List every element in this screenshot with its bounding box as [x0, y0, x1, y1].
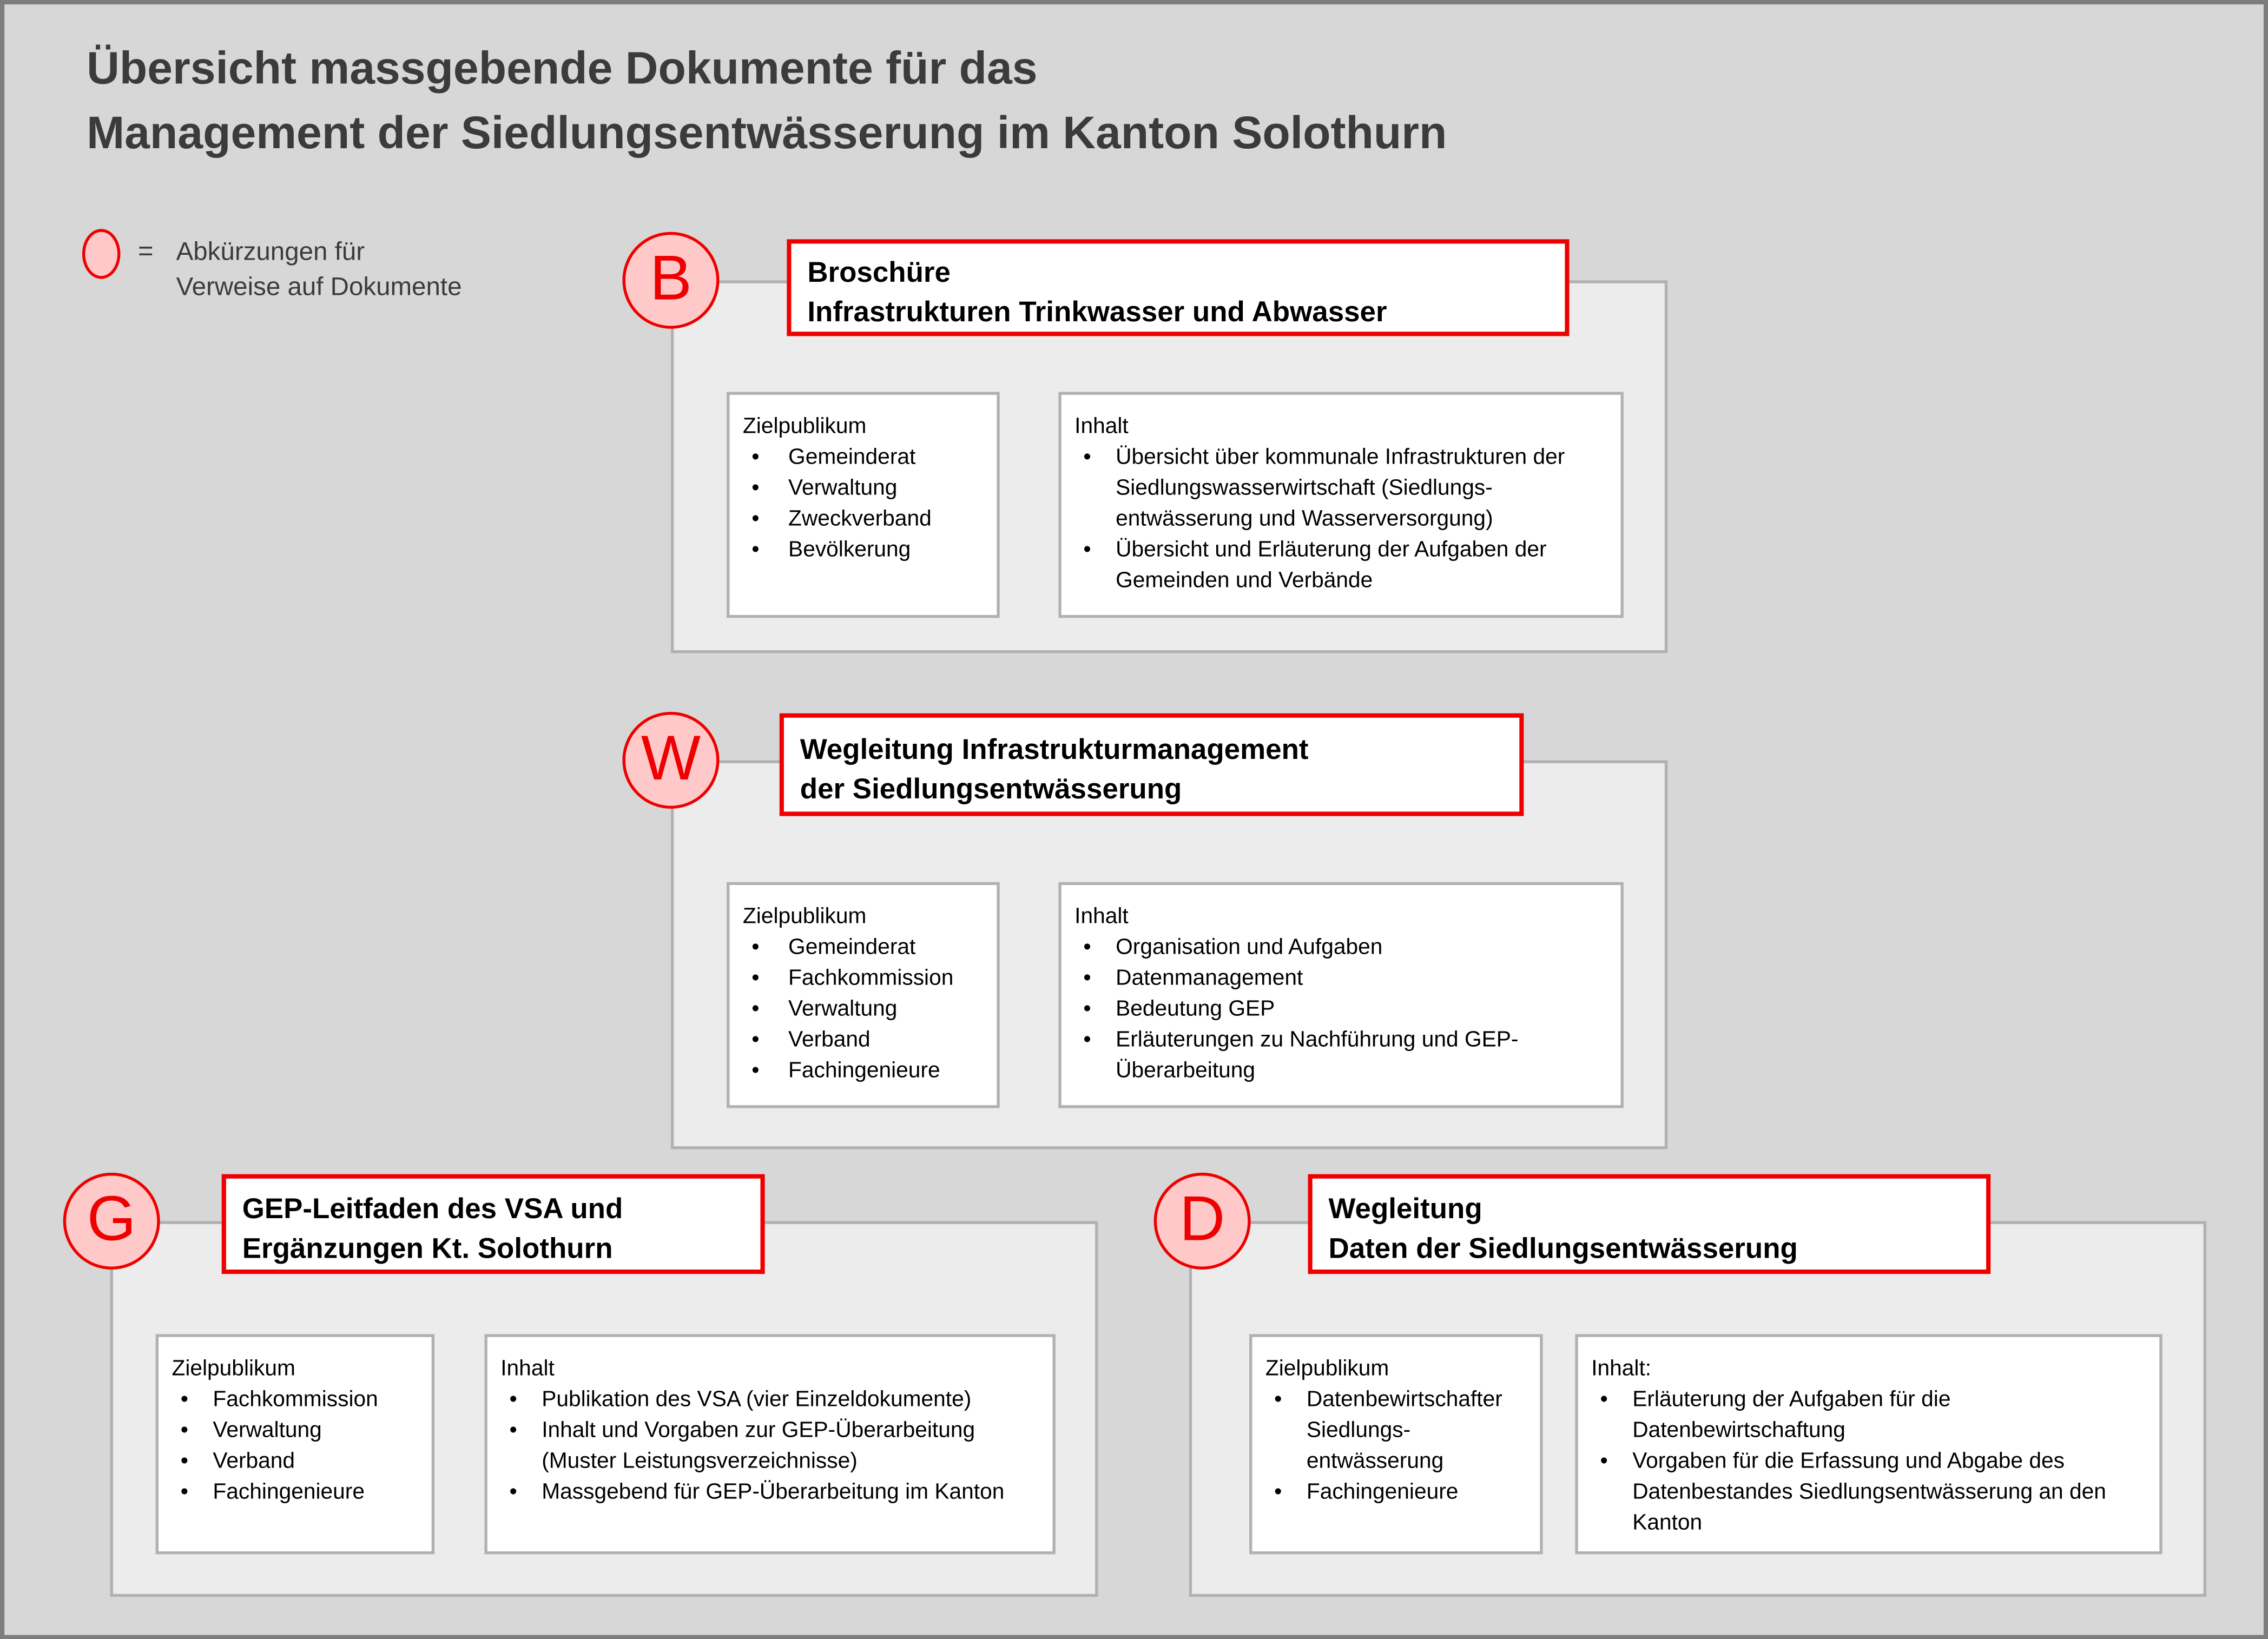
title-line: Wegleitung Infrastrukturmanagement — [800, 733, 1309, 766]
title-box-broschuere: Broschüre Infrastrukturen Trinkwasser un… — [787, 239, 1570, 336]
audience-list: Datenbewirtschafter Siedlungs-entwässeru… — [1265, 1384, 1531, 1508]
legend-circle-icon — [82, 229, 121, 279]
list-item: Massgebend für GEP-Überarbeitung im Kant… — [500, 1477, 1044, 1508]
audience-list: Gemeinderat Verwaltung Zweckverband Bevö… — [743, 442, 988, 565]
title-box-gep-leitfaden: GEP-Leitfaden des VSA und Ergänzungen Kt… — [221, 1174, 765, 1274]
content-list: Erläuterung der Aufgaben für die Datenbe… — [1591, 1384, 2151, 1538]
title-line: Broschüre — [807, 256, 951, 289]
list-item: Zweckverband — [743, 504, 988, 534]
badge-b-letter: B — [650, 243, 692, 314]
content-box-gep-leitfaden: Inhalt Publikation des VSA (vier Einzeld… — [484, 1334, 1056, 1555]
list-item: Fachingenieure — [743, 1055, 988, 1086]
audience-header: Zielpublikum — [742, 904, 867, 929]
list-item: Verband — [743, 1025, 988, 1055]
list-item: Bevölkerung — [743, 534, 988, 565]
page-title-line2: Management der Siedlungsentwässerung im … — [87, 107, 1447, 159]
list-item: Inhalt und Vorgaben zur GEP-Überarbeitun… — [500, 1415, 1044, 1477]
content-list: Publikation des VSA (vier Einzeldokument… — [500, 1384, 1044, 1508]
audience-box-broschuere: Zielpublikum Gemeinderat Verwaltung Zwec… — [727, 392, 1000, 618]
content-box-wegleitung-infrastruktur: Inhalt Organisation und Aufgaben Datenma… — [1058, 882, 1624, 1108]
badge-g-letter: G — [87, 1184, 136, 1254]
content-header: Inhalt — [1074, 414, 1129, 439]
content-box-wegleitung-daten: Inhalt: Erläuterung der Aufgaben für die… — [1575, 1334, 2162, 1555]
audience-header: Zielpublikum — [172, 1356, 295, 1382]
badge-b-icon: B — [622, 232, 720, 329]
list-item: Gemeinderat — [743, 442, 988, 473]
title-line: der Siedlungsentwässerung — [800, 772, 1182, 805]
title-line: Infrastrukturen Trinkwasser und Abwasser — [807, 295, 1387, 328]
title-line: Wegleitung — [1328, 1193, 1482, 1226]
list-item: Verband — [172, 1446, 423, 1477]
badge-w-letter: W — [641, 723, 701, 794]
list-item: Erläuterungen zu Nachführung und GEP-Übe… — [1074, 1025, 1612, 1086]
audience-box-wegleitung-daten: Zielpublikum Datenbewirtschafter Siedlun… — [1249, 1334, 1543, 1555]
title-line: Ergänzungen Kt. Solothurn — [242, 1232, 613, 1265]
content-box-broschuere: Inhalt Übersicht über kommunale Infrastr… — [1058, 392, 1624, 618]
audience-box-gep-leitfaden: Zielpublikum Fachkommission Verwaltung V… — [155, 1334, 435, 1555]
content-header: Inhalt — [500, 1356, 555, 1382]
list-item: Fachingenieure — [172, 1477, 423, 1508]
title-box-wegleitung-infrastruktur: Wegleitung Infrastrukturmanagement der S… — [779, 713, 1524, 816]
content-header: Inhalt — [1074, 904, 1129, 929]
legend-caption-line2: Verweise auf Dokumente — [176, 271, 462, 301]
content-list: Organisation und Aufgaben Datenmanagemen… — [1074, 932, 1612, 1086]
list-item: Bedeutung GEP — [1074, 994, 1612, 1025]
title-line: GEP-Leitfaden des VSA und — [242, 1193, 623, 1226]
list-item: Datenbewirtschafter Siedlungs-entwässeru… — [1265, 1384, 1531, 1477]
content-list: Übersicht über kommunale Infrastrukturen… — [1074, 442, 1612, 596]
audience-list: Fachkommission Verwaltung Verband Fachin… — [172, 1384, 423, 1508]
list-item: Erläuterung der Aufgaben für die Datenbe… — [1591, 1384, 2151, 1446]
list-item: Publikation des VSA (vier Einzeldokument… — [500, 1384, 1044, 1415]
list-item: Gemeinderat — [743, 932, 988, 963]
page-title-line1: Übersicht massgebende Dokumente für das — [87, 42, 1038, 94]
badge-w-icon: W — [622, 711, 720, 809]
list-item: Verwaltung — [743, 473, 988, 504]
badge-d-letter: D — [1179, 1184, 1225, 1254]
list-item: Organisation und Aufgaben — [1074, 932, 1612, 963]
list-item: Fachkommission — [743, 963, 988, 994]
audience-box-wegleitung-infrastruktur: Zielpublikum Gemeinderat Fachkommission … — [727, 882, 1000, 1108]
content-header: Inhalt: — [1591, 1356, 1652, 1382]
list-item: Datenmanagement — [1074, 963, 1612, 994]
legend-caption: Abkürzungen für Verweise auf Dokumente — [176, 233, 462, 303]
legend-equals-sign: = — [138, 236, 154, 266]
audience-list: Gemeinderat Fachkommission Verwaltung Ve… — [743, 932, 988, 1086]
badge-d-icon: D — [1153, 1172, 1251, 1270]
list-item: Fachkommission — [172, 1384, 423, 1415]
list-item: Übersicht und Erläuterung der Aufgaben d… — [1074, 534, 1612, 596]
audience-header: Zielpublikum — [1265, 1356, 1389, 1382]
page-title: Übersicht massgebende Dokumente für das … — [87, 37, 1848, 166]
badge-g-icon: G — [63, 1172, 160, 1270]
list-item: Verwaltung — [172, 1415, 423, 1446]
list-item: Übersicht über kommunale Infrastrukturen… — [1074, 442, 1612, 534]
list-item: Verwaltung — [743, 994, 988, 1025]
list-item: Vorgaben für die Erfassung und Abgabe de… — [1591, 1446, 2151, 1538]
title-box-wegleitung-daten: Wegleitung Daten der Siedlungsentwässeru… — [1308, 1174, 1991, 1274]
legend-caption-line1: Abkürzungen für — [176, 236, 365, 266]
audience-header: Zielpublikum — [742, 414, 867, 439]
title-line: Daten der Siedlungsentwässerung — [1328, 1232, 1798, 1265]
list-item: Fachingenieure — [1265, 1477, 1531, 1508]
